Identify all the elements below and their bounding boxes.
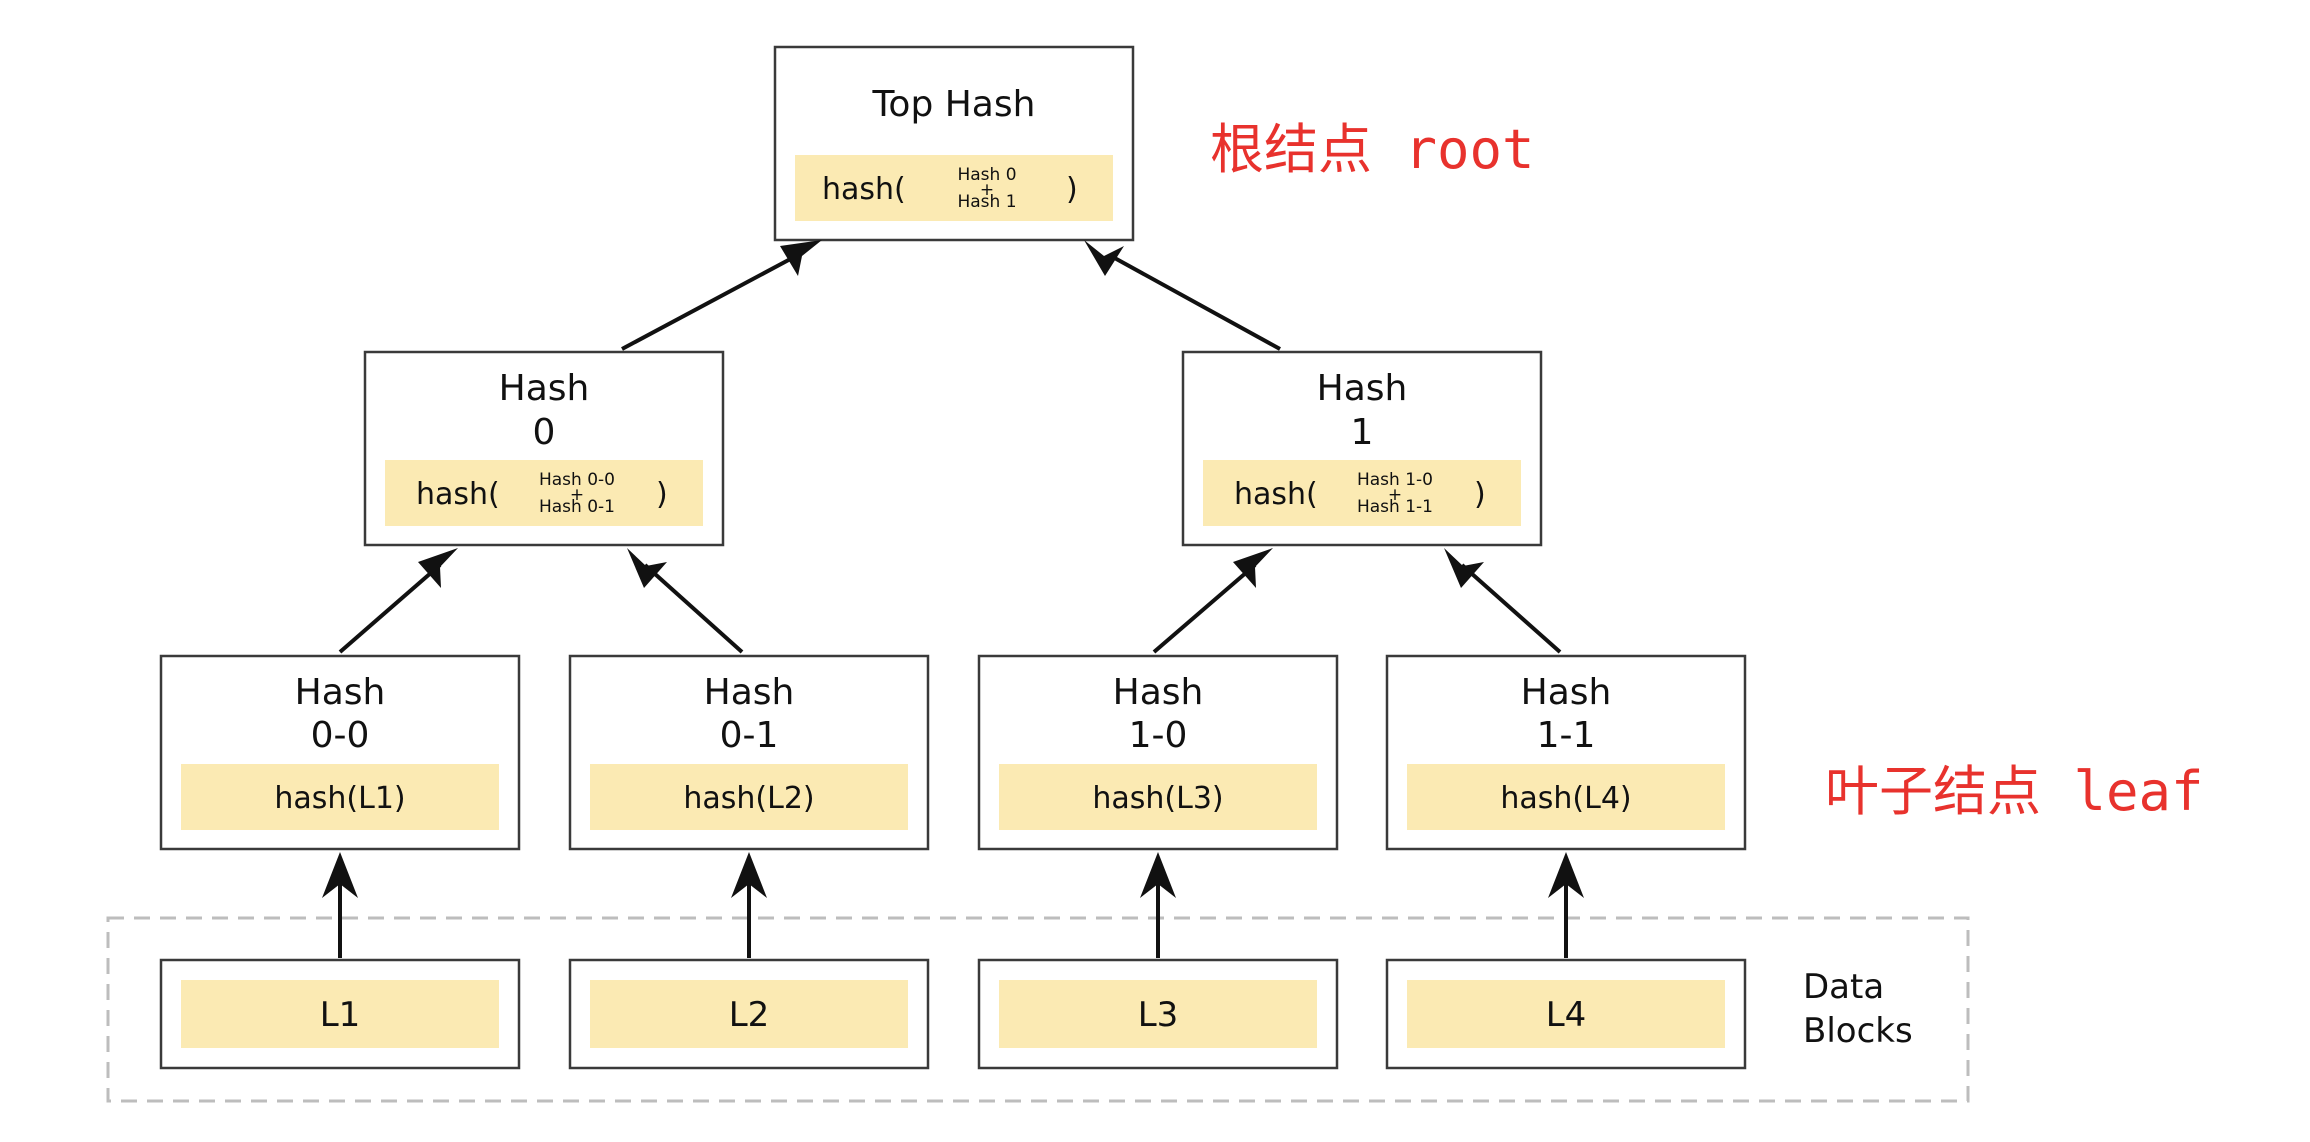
data-block-l2: L2 <box>568 958 930 1070</box>
leaf-1-1-title-line1: Hash <box>1521 672 1612 713</box>
root-arg-bottom: Hash 1 <box>957 192 1016 212</box>
data-blocks-region <box>106 916 1970 1103</box>
root-hash-close: ) <box>1066 172 1078 207</box>
hash-0-title-line2: 0 <box>533 412 556 453</box>
edge-leaf10-to-hash1 <box>1152 563 1257 654</box>
data-block-l1-label: L1 <box>320 995 361 1035</box>
hash-1-node: Hash 1 hash( Hash 1-0 + Hash 1-1 ) <box>1181 350 1543 547</box>
data-block-l2-label: L2 <box>729 995 770 1035</box>
edge-leaf00-to-hash0 <box>338 563 442 654</box>
hash-1-close: ) <box>1474 477 1486 512</box>
hash-1-fn: hash( <box>1234 477 1318 512</box>
leaf-annotation: 叶子结点 leaf <box>1825 760 2204 823</box>
root-arg-top: Hash 0 <box>957 165 1016 185</box>
hash-0-close: ) <box>656 477 668 512</box>
root-node: Top Hash hash( Hash 0 + Hash 1 ) <box>773 45 1135 242</box>
data-block-l1: L1 <box>159 958 521 1070</box>
data-block-l4: L4 <box>1385 958 1747 1070</box>
leaf-node-1-0: Hash 1-0 hash(L3) <box>977 654 1339 851</box>
leaf-1-1-title-line2: 1-1 <box>1537 715 1596 756</box>
leaf-0-1-hash: hash(L2) <box>683 781 814 816</box>
data-block-l3: L3 <box>977 958 1339 1070</box>
hash-0-arg-top: Hash 0-0 <box>539 470 615 490</box>
data-block-l3-label: L3 <box>1138 995 1179 1035</box>
leaf-1-1-hash: hash(L4) <box>1500 781 1631 816</box>
hash-1-title-line1: Hash <box>1317 368 1408 409</box>
data-blocks-label-line2: Blocks <box>1803 1011 1913 1051</box>
hash-0-arg-bottom: Hash 0-1 <box>539 497 615 517</box>
data-block-l4-label: L4 <box>1546 995 1587 1035</box>
leaf-node-1-1: Hash 1-1 hash(L4) <box>1385 654 1747 851</box>
arrow-head-leaf01-to-hash0 <box>627 548 667 588</box>
hash-1-arg-bottom: Hash 1-1 <box>1357 497 1433 517</box>
root-annotation: 根结点 root <box>1210 118 1535 181</box>
arrow-head-hash1-to-root <box>1084 240 1124 276</box>
edge-leaf11-to-hash1 <box>1460 563 1562 654</box>
arrow-head-l1-to-leaf00 <box>322 852 358 898</box>
leaf-node-0-0: Hash 0-0 hash(L1) <box>159 654 521 851</box>
root-title: Top Hash <box>872 84 1036 125</box>
hash-1-title-line2: 1 <box>1351 412 1374 453</box>
hash-0-arg-plus: + <box>570 485 584 505</box>
leaf-0-1-title-line1: Hash <box>704 672 795 713</box>
leaf-1-0-title-line1: Hash <box>1113 672 1204 713</box>
edge-hash0-to-root <box>621 254 797 351</box>
leaf-1-0-title-line2: 1-0 <box>1129 715 1188 756</box>
hash-1-arg-top: Hash 1-0 <box>1357 470 1433 490</box>
edge-hash1-to-root <box>1110 254 1281 351</box>
hash-0-node: Hash 0 hash( Hash 0-0 + Hash 0-1 ) <box>363 350 725 547</box>
arrow-head-leaf11-to-hash1 <box>1444 548 1484 588</box>
leaf-0-1-title-line2: 0-1 <box>720 715 779 756</box>
root-arg-plus: + <box>980 180 994 200</box>
leaf-node-0-1: Hash 0-1 hash(L2) <box>568 654 930 851</box>
arrow-head-l4-to-leaf11 <box>1548 852 1584 898</box>
edge-leaf01-to-hash0 <box>643 563 744 654</box>
arrow-head-l3-to-leaf10 <box>1140 852 1176 898</box>
data-blocks-label-line1: Data <box>1803 967 1884 1007</box>
arrow-head-leaf00-to-hash0 <box>418 548 458 588</box>
hash-0-fn: hash( <box>416 477 500 512</box>
leaf-1-0-hash: hash(L3) <box>1092 781 1223 816</box>
arrow-head-l2-to-leaf01 <box>731 852 767 898</box>
root-hash-fn: hash( <box>822 172 906 207</box>
arrow-head-leaf10-to-hash1 <box>1233 548 1273 588</box>
arrow-head-hash0-to-root <box>780 240 822 276</box>
hash-0-title-line1: Hash <box>499 368 590 409</box>
leaf-0-0-title-line2: 0-0 <box>311 715 370 756</box>
leaf-0-0-hash: hash(L1) <box>274 781 405 816</box>
leaf-0-0-title-line1: Hash <box>295 672 386 713</box>
hash-1-arg-plus: + <box>1388 485 1402 505</box>
